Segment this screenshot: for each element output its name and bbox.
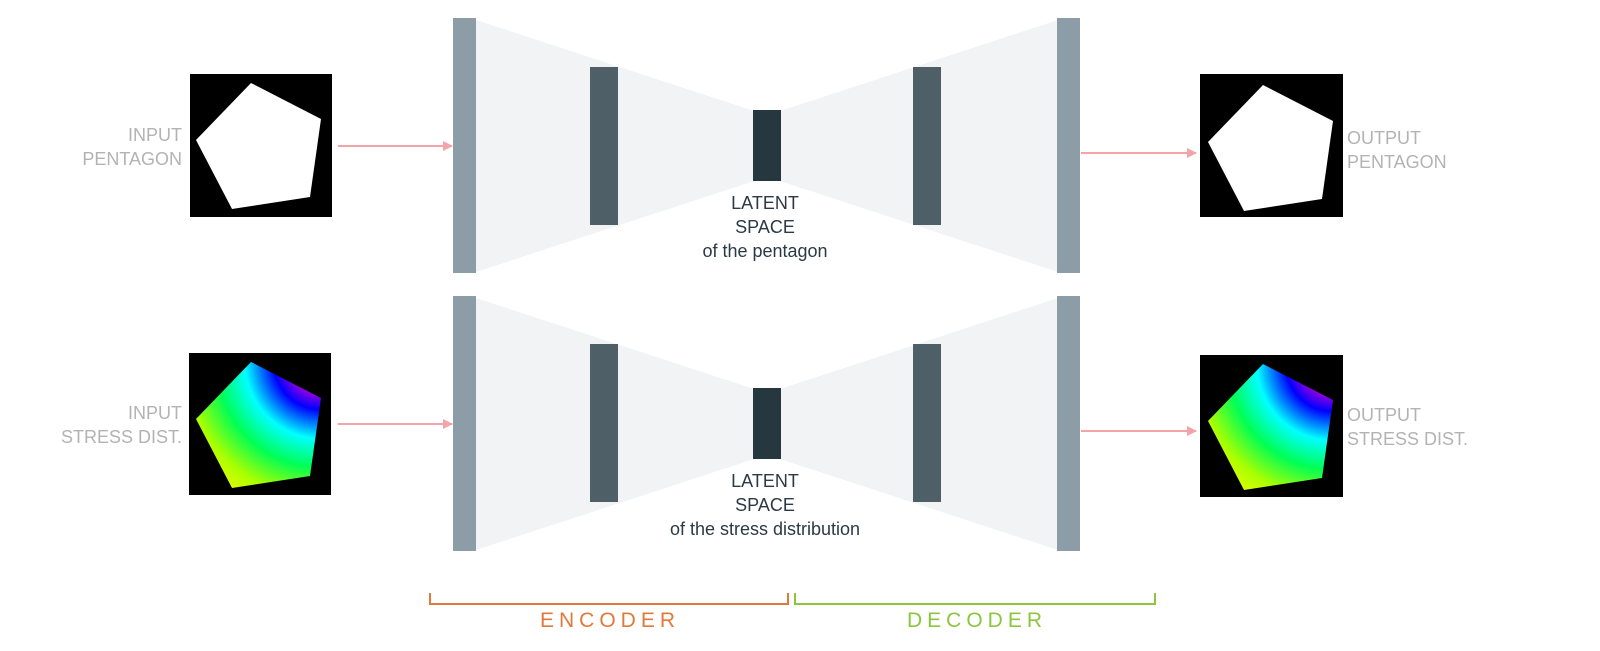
encoder-hidden-layer [590,67,618,225]
input-label-line1: INPUT [128,125,182,145]
encoder-input-layer [453,18,476,273]
input-stress-image [189,353,331,495]
latent-label-line3: of the pentagon [702,241,827,261]
output-pentagon-image [1200,74,1343,217]
decoder-hidden-layer [913,344,941,502]
latent-layer [753,110,781,181]
encoder-label: ENCODER [540,609,680,632]
latent-label-line1: LATENT [731,193,799,213]
decoder-output-layer [1057,296,1080,551]
network-pentagon [453,18,1080,273]
output-label-line1: OUTPUT [1347,128,1421,148]
output-label-line2: STRESS DIST. [1347,429,1468,449]
row-stress-distribution: INPUT STRESS DIST. LATENT SPACE of the s… [61,296,1468,551]
row-pentagon: INPUT PENTAGON LATENT SPACE of the penta… [82,18,1447,273]
input-label-line2: STRESS DIST. [61,427,182,447]
decoder-bracket-line [794,593,1156,605]
decoder-output-layer [1057,18,1080,273]
decoder-hidden-layer [913,67,941,225]
input-label-line2: PENTAGON [82,149,182,169]
decoder-label: DECODER [907,609,1047,632]
output-label-line1: OUTPUT [1347,405,1421,425]
encoder-bracket-line [429,593,789,605]
latent-label-line3: of the stress distribution [670,519,860,539]
pentagon-shape [196,83,321,209]
decoder-bracket: DECODER [794,593,1156,632]
latent-label-line1: LATENT [731,471,799,491]
encoder-bracket: ENCODER [429,593,789,632]
output-label-line2: PENTAGON [1347,152,1447,172]
network-stress-distribution [453,296,1080,551]
encoder-hidden-layer [590,344,618,502]
latent-layer [753,388,781,459]
input-label-line1: INPUT [128,403,182,423]
encoder-input-layer [453,296,476,551]
latent-label-line2: SPACE [735,217,795,237]
pentagon-shape [1208,85,1333,211]
output-stress-image [1200,355,1343,497]
latent-label-line2: SPACE [735,495,795,515]
input-pentagon-image [190,74,332,217]
